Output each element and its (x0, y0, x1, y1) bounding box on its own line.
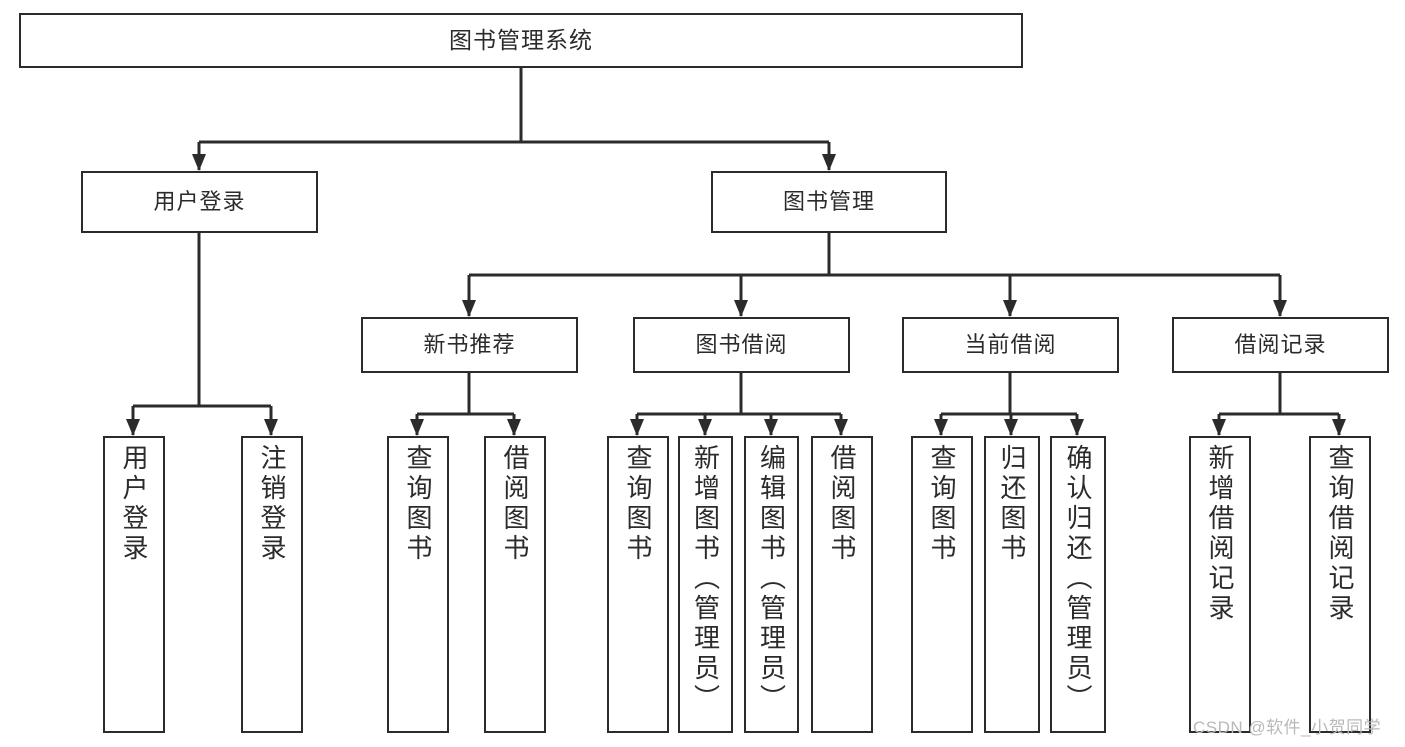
node-leaf-3[interactable]: 查询图书 (387, 436, 449, 733)
node-level2-1[interactable]: 用户登录 (81, 171, 318, 233)
node-label: 新增借阅记录 (1205, 444, 1235, 624)
node-label: 查询图书 (403, 444, 433, 564)
node-leaf-9[interactable]: 查询图书 (911, 436, 973, 733)
csdn-watermark: CSDN @软件_小贺同学 (1193, 718, 1382, 737)
node-leaf-13[interactable]: 查询借阅记录 (1309, 436, 1371, 733)
node-label: 编辑图书（管理员） (756, 444, 787, 714)
node-leaf-4[interactable]: 借阅图书 (484, 436, 546, 733)
node-level3-3[interactable]: 当前借阅 (902, 317, 1119, 373)
node-label: 借阅记录 (1234, 331, 1327, 357)
node-label: 查询图书 (623, 444, 653, 564)
node-leaf-11[interactable]: 确认归还（管理员） (1050, 436, 1106, 733)
node-label: 借阅图书 (827, 444, 857, 564)
node-label: 图书管理 (782, 188, 875, 214)
node-label: 注销登录 (257, 444, 287, 564)
node-level3-2[interactable]: 图书借阅 (633, 317, 850, 373)
node-label: 图书管理系统 (449, 26, 593, 53)
node-label: 查询借阅记录 (1325, 444, 1355, 624)
node-label: 借阅图书 (500, 444, 530, 564)
node-leaf-2[interactable]: 注销登录 (241, 436, 303, 733)
node-label: 新书推荐 (423, 331, 516, 357)
node-leaf-1[interactable]: 用户登录 (103, 436, 165, 733)
node-label: 查询图书 (927, 444, 957, 564)
node-label: 归还图书 (997, 444, 1027, 564)
node-label: 当前借阅 (964, 331, 1057, 357)
node-level3-4[interactable]: 借阅记录 (1172, 317, 1389, 373)
node-label: 图书借阅 (695, 331, 788, 357)
node-level3-1[interactable]: 新书推荐 (361, 317, 578, 373)
node-leaf-7[interactable]: 编辑图书（管理员） (744, 436, 799, 733)
node-leaf-12[interactable]: 新增借阅记录 (1189, 436, 1251, 733)
node-label: 确认归还（管理员） (1063, 444, 1093, 714)
node-leaf-8[interactable]: 借阅图书 (811, 436, 873, 733)
node-root[interactable]: 图书管理系统 (19, 13, 1023, 68)
node-label: 用户登录 (119, 444, 149, 564)
node-leaf-5[interactable]: 查询图书 (607, 436, 669, 733)
node-leaf-10[interactable]: 归还图书 (984, 436, 1040, 733)
node-leaf-6[interactable]: 新增图书（管理员） (678, 436, 733, 733)
node-label: 新增图书（管理员） (690, 444, 721, 714)
node-level2-2[interactable]: 图书管理 (711, 171, 947, 233)
node-label: 用户登录 (153, 188, 246, 214)
